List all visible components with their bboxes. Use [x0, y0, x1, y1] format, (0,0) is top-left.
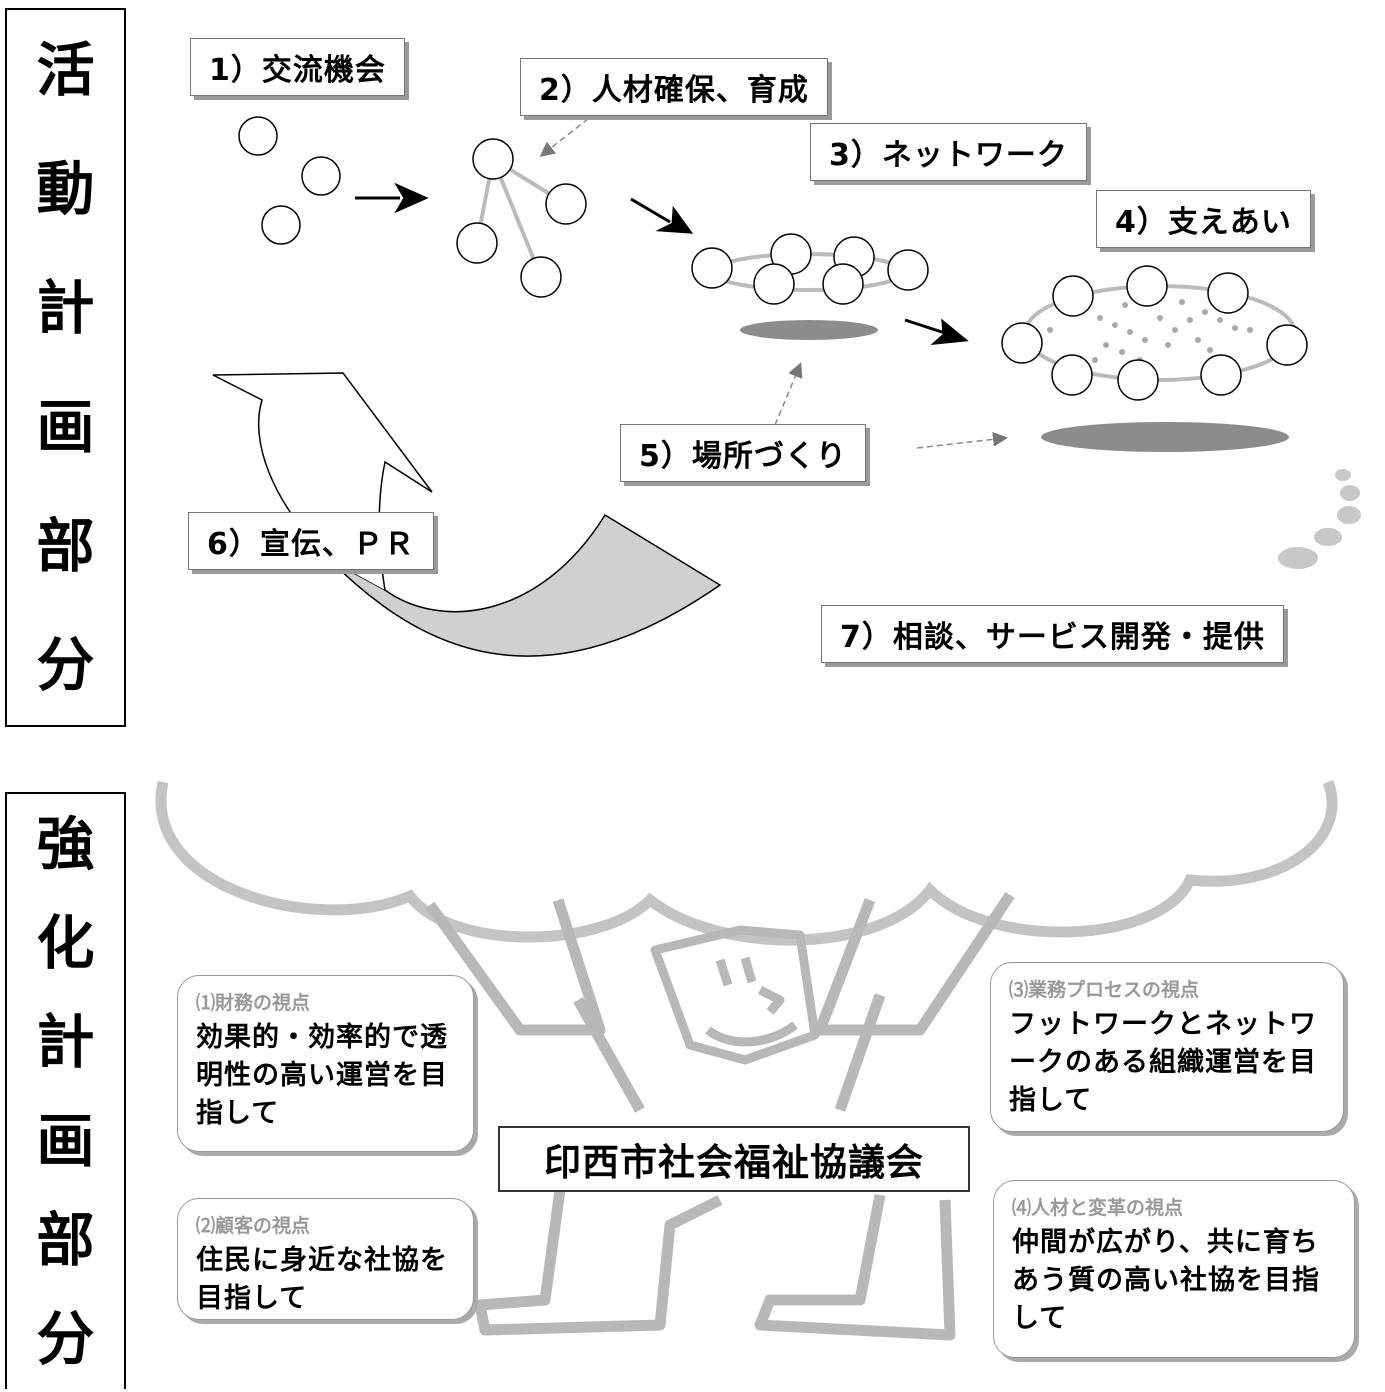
activity-char-5: 部: [36, 512, 95, 581]
viewpoint-description: 住民に身近な社協を目指して: [196, 1245, 448, 1314]
strengthen-char-3: 計: [36, 1007, 95, 1076]
stage1-circles: [238, 116, 341, 245]
viewpoint-title: ⑴財務の視点: [196, 992, 311, 1014]
activity-char-3: 計: [36, 273, 95, 342]
activity-char-2: 動: [36, 154, 95, 223]
activity-label-6: 6）宣伝、ＰＲ: [188, 512, 434, 570]
cloud-outline: [155, 780, 1338, 946]
strengthen-char-2: 化: [36, 908, 95, 977]
activity-char-6: 分: [36, 631, 95, 700]
strengthen-char-6: 分: [36, 1305, 95, 1374]
viewpoint-title: ⑶業務プロセスの視点: [1009, 979, 1200, 1001]
thought-bubble-dots: [1278, 469, 1361, 569]
strengthen-char-4: 画: [36, 1107, 95, 1176]
strengthen-char-5: 部: [36, 1206, 95, 1275]
activity-plan-label: 活 動 計 画 部 分: [5, 8, 126, 727]
activity-label-2: 2）人材確保、育成: [520, 58, 828, 116]
viewpoint-title: ⑵顧客の視点: [196, 1215, 311, 1237]
stage3-shadow: [740, 320, 878, 340]
activity-label-4: 4）支えあい: [1096, 190, 1311, 248]
stage4-shadow: [1041, 422, 1289, 452]
viewpoint-business-process: ⑶業務プロセスの視点 フットワークとネットワークのある組織運営を目指して: [990, 962, 1344, 1132]
viewpoint-customer: ⑵顧客の視点 住民に身近な社協を目指して: [177, 1198, 474, 1320]
viewpoint-description: フットワークとネットワークのある組織運営を目指して: [1009, 1009, 1317, 1116]
flow-arrows: [355, 182, 969, 345]
activity-char-4: 画: [36, 393, 95, 462]
viewpoint-description: 効果的・効率的で透明性の高い運営を目指して: [196, 1022, 448, 1129]
viewpoint-financial: ⑴財務の視点 効果的・効率的で透明性の高い運営を目指して: [177, 975, 474, 1152]
activity-label-1: 1）交流機会: [190, 38, 405, 96]
viewpoint-description: 仲間が広がり、共に育ちあう質の高い社協を目指して: [1012, 1227, 1320, 1334]
activity-label-3: 3）ネットワーク: [810, 123, 1087, 181]
activity-label-7: 7）相談、サービス開発・提供: [821, 605, 1284, 663]
character-face: [650, 925, 820, 1065]
curved-arrow-band: [329, 513, 722, 657]
organization-name: 印西市社会福祉協議会: [498, 1126, 970, 1192]
activity-char-1: 活: [36, 35, 95, 104]
viewpoint-title: ⑷人材と変革の視点: [1012, 1197, 1184, 1219]
support-dots: [1047, 299, 1253, 363]
strengthening-plan-label: 強 化 計 画 部 分: [5, 792, 126, 1389]
activity-label-5: 5）場所づくり: [620, 424, 866, 482]
character-figure: [425, 891, 1015, 1341]
strengthen-char-1: 強: [36, 809, 95, 878]
viewpoint-people-innovation: ⑷人材と変革の視点 仲間が広がり、共に育ちあう質の高い社協を目指して: [993, 1180, 1355, 1358]
